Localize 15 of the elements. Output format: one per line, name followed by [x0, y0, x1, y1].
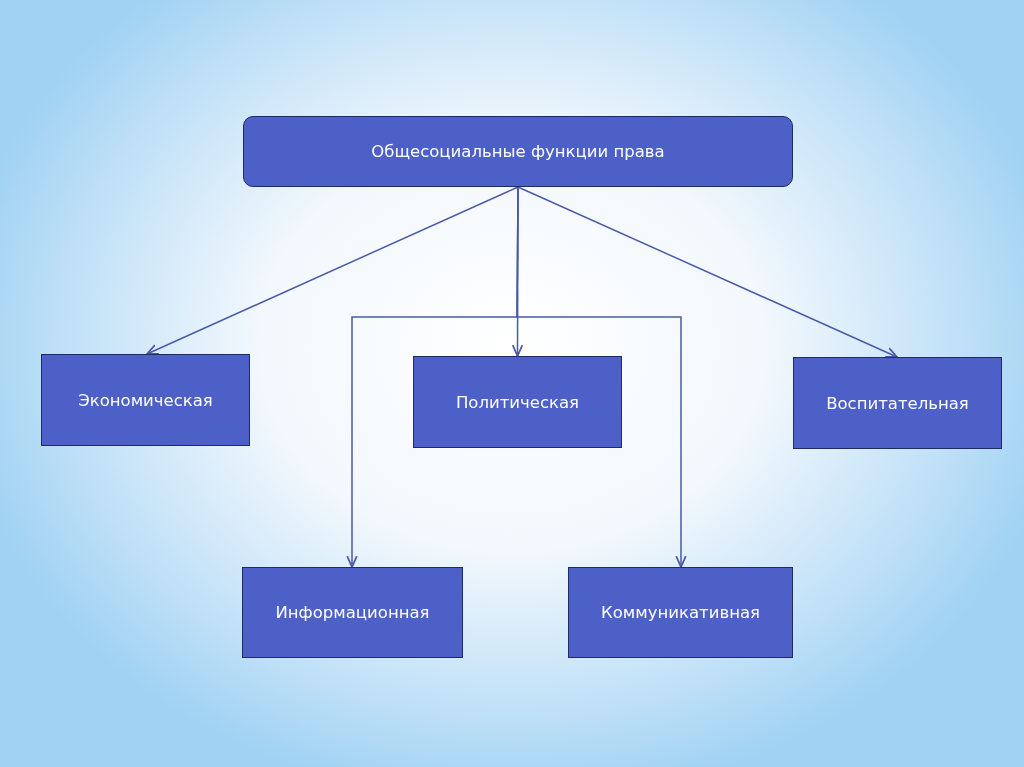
arrow — [146, 186, 519, 355]
arrow — [516, 186, 687, 568]
arrow — [517, 186, 898, 358]
box-label: Экономическая — [78, 390, 213, 410]
function-box — [568, 567, 793, 658]
box-label: Политическая — [455, 392, 580, 412]
function-box — [793, 357, 1002, 449]
box-label: Общесоциальные функции права — [371, 142, 665, 161]
box-label: Воспитательная — [826, 393, 969, 413]
box-label: Информационная — [275, 603, 430, 622]
function-box — [41, 354, 250, 446]
function-box — [413, 356, 622, 448]
function-box — [242, 567, 463, 658]
box-label: Коммуникативная — [601, 603, 760, 622]
function-box — [243, 116, 793, 187]
